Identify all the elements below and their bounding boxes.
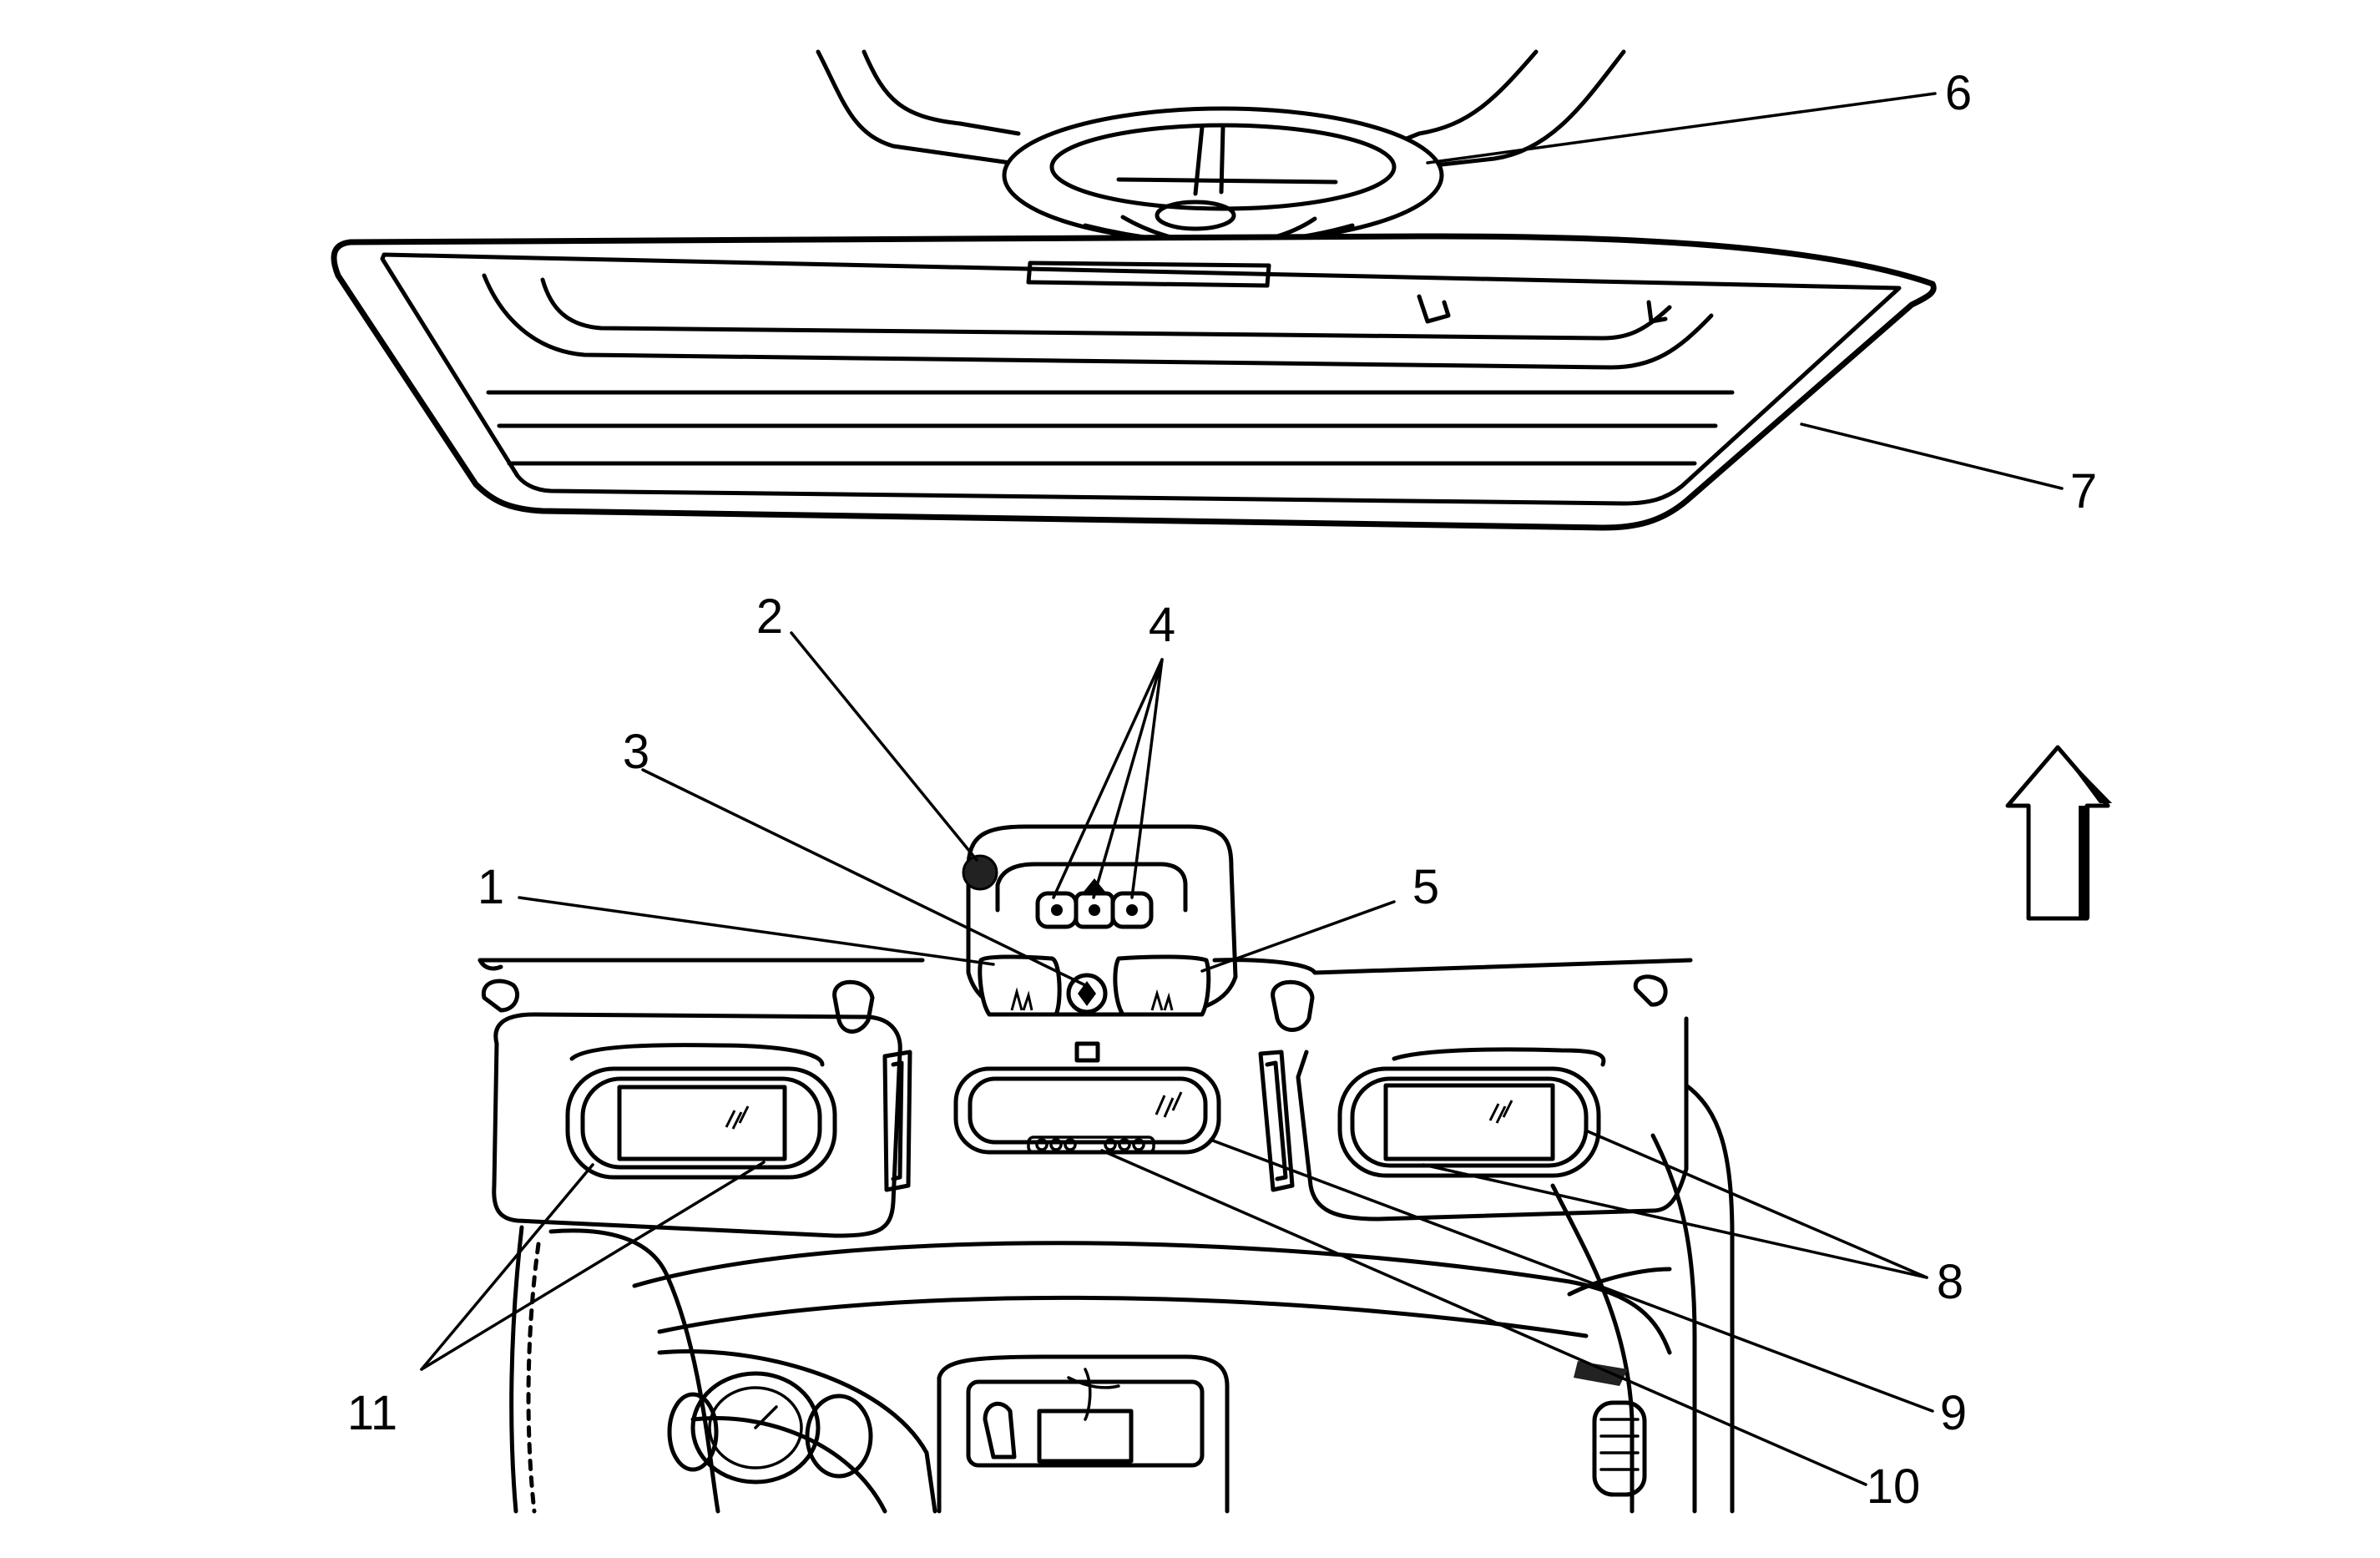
- leader-11a: [420, 1163, 594, 1371]
- leader-5: [1200, 900, 1396, 973]
- leader-1: [518, 896, 995, 966]
- leader-4b: [1092, 658, 1164, 899]
- inside-rearview-mirror: [953, 1041, 1221, 1155]
- overhead-console: [1002, 106, 1444, 246]
- up-arrow-icon: [2005, 745, 2112, 921]
- sunroof-glass-panel: [331, 233, 1937, 531]
- right-sun-visor: [1258, 974, 1689, 1222]
- callout-1: 1: [478, 860, 504, 914]
- left-sun-visor: [481, 979, 912, 1238]
- left-roof-rail: [816, 49, 1013, 165]
- leader-8a: [1586, 1130, 1928, 1279]
- rearview-mirror-housing: [953, 1066, 1221, 1155]
- leader-9: [1209, 1138, 1934, 1413]
- leader-lines: [420, 92, 2064, 1486]
- sunroof-outer-frame: [331, 233, 1937, 531]
- leader-4c: [1130, 658, 1164, 899]
- leader-11b: [420, 1161, 766, 1371]
- speedometer: [690, 1371, 821, 1485]
- left-vanity-mirror: [617, 1085, 787, 1161]
- leader-6: [1426, 92, 1937, 164]
- headliner-lower-view: [478, 824, 1735, 1514]
- roof-upper-view: [331, 49, 1937, 531]
- right-roof-rail: [1400, 49, 1539, 143]
- leader-4a: [1052, 658, 1164, 899]
- reading-lamp-left: [978, 954, 1062, 1017]
- callout-6: 6: [1945, 66, 1972, 120]
- dash-vent-right: [1592, 1400, 1647, 1497]
- left-roof-rail-inner: [862, 49, 1021, 136]
- callout-3: 3: [623, 725, 649, 779]
- callout-2: 2: [756, 589, 783, 644]
- callout-7: 7: [2070, 464, 2097, 518]
- callout-5: 5: [1412, 860, 1439, 914]
- reading-lamp-right: [1113, 954, 1211, 1017]
- sunroof-inner-frame: [380, 252, 1902, 506]
- callout-4: 4: [1149, 598, 1175, 652]
- leader-2: [790, 631, 978, 862]
- sunroof-opening-outline: [482, 273, 1714, 370]
- reading-lamp-switches: [1035, 878, 1154, 929]
- headliner-front-edge-right: [1212, 958, 1693, 975]
- front-overhead-console: [962, 824, 1238, 1017]
- callout-10: 10: [1867, 1459, 1921, 1514]
- callout-11: 11: [347, 1386, 397, 1440]
- microphone-icon: [962, 854, 998, 891]
- leader-3: [641, 768, 1087, 987]
- leader-8b: [1422, 1163, 1928, 1279]
- leader-7: [1800, 422, 2064, 490]
- callout-labels: 1 2 3 4 5 6 7 8 9 10 11: [347, 66, 2097, 1514]
- right-vanity-mirror: [1383, 1083, 1555, 1161]
- right-roof-rail-inner: [1417, 49, 1626, 169]
- leader-10: [1100, 1149, 1867, 1486]
- callout-9: 9: [1940, 1386, 1967, 1440]
- callout-8: 8: [1937, 1255, 1963, 1309]
